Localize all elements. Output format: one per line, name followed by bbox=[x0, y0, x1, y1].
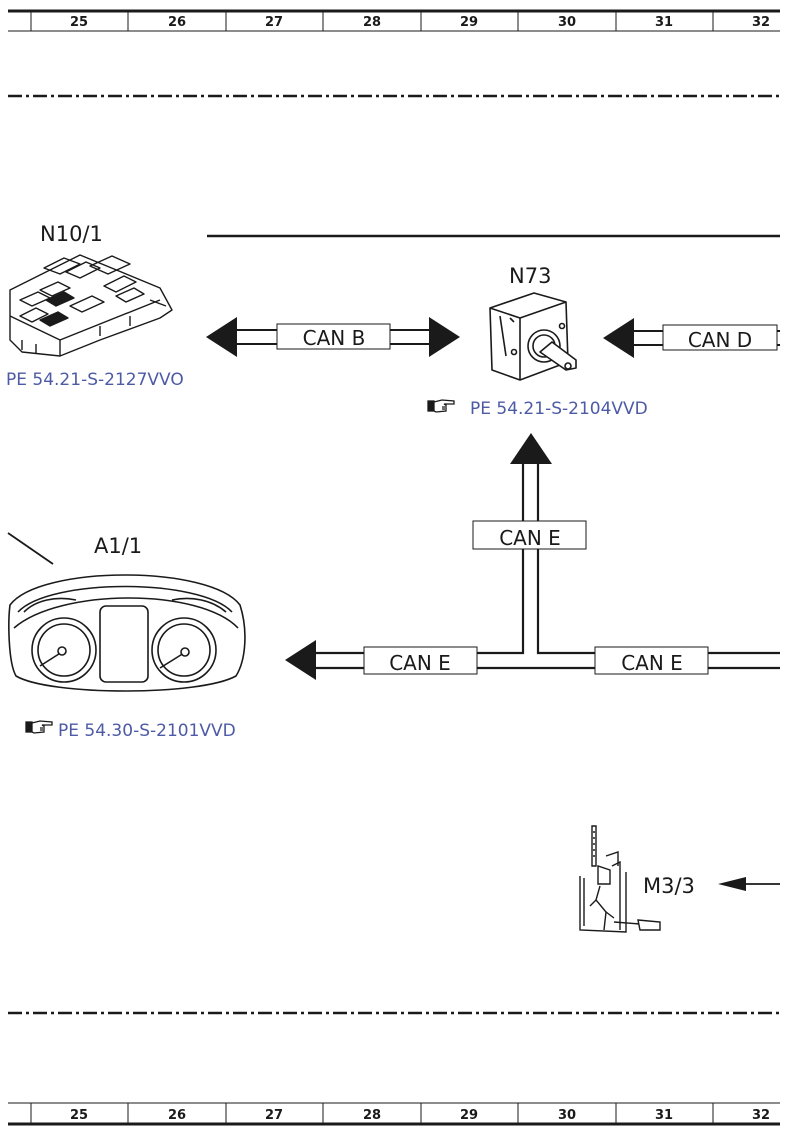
reference-text-a1-1[interactable]: PE 54.30-S-2101VVD bbox=[58, 721, 236, 741]
reference-link-a1-1[interactable]: PE 54.30-S-2101VVD bbox=[25, 720, 236, 741]
can-e-right-label: CAN E bbox=[621, 651, 683, 675]
pointing-hand-icon bbox=[25, 720, 53, 734]
leader-line bbox=[7, 532, 54, 565]
m3-3-signal-arrow bbox=[718, 877, 780, 891]
grid-col-30: 30 bbox=[558, 1108, 576, 1123]
grid-col-30: 30 bbox=[558, 15, 576, 30]
grid-col-29: 29 bbox=[460, 15, 478, 30]
can-e-left-label: CAN E bbox=[389, 651, 451, 675]
grid-col-31: 31 bbox=[655, 15, 673, 30]
reference-link-n73[interactable]: PE 54.21-S-2104VVD bbox=[427, 399, 648, 419]
can-e-left-connection: CAN E bbox=[363, 646, 478, 675]
can-e-vertical-label: CAN E bbox=[499, 526, 561, 550]
reference-text-n73[interactable]: PE 54.21-S-2104VVD bbox=[470, 399, 648, 419]
grid-col-25: 25 bbox=[70, 1108, 88, 1123]
grid-col-27: 27 bbox=[265, 15, 283, 30]
component-label-a1-1: A1/1 bbox=[94, 534, 142, 558]
grid-col-26: 26 bbox=[168, 15, 186, 30]
grid-col-25: 25 bbox=[70, 15, 88, 30]
grid-col-27: 27 bbox=[265, 1108, 283, 1123]
reference-link-n10-1[interactable]: PE 54.21-S-2127VVO bbox=[6, 370, 184, 390]
can-e-network bbox=[285, 433, 780, 680]
ignition-switch-icon bbox=[489, 292, 577, 381]
reference-text-n10-1[interactable]: PE 54.21-S-2127VVO bbox=[6, 370, 184, 390]
can-b-connection: CAN B bbox=[206, 317, 460, 357]
component-label-m3-3: M3/3 bbox=[643, 874, 695, 898]
fuel-pump-icon bbox=[579, 825, 661, 933]
sam-module-icon bbox=[9, 254, 173, 357]
grid-col-28: 28 bbox=[363, 15, 381, 30]
can-d-connection: CAN D bbox=[603, 318, 780, 358]
pointing-hand-icon bbox=[427, 399, 455, 413]
component-label-n73: N73 bbox=[509, 264, 551, 288]
grid-col-31: 31 bbox=[655, 1108, 673, 1123]
can-e-right-connection: CAN E bbox=[594, 646, 709, 675]
can-d-label: CAN D bbox=[688, 328, 752, 352]
grid-col-32: 32 bbox=[752, 1108, 770, 1123]
can-e-vertical-connection: CAN E bbox=[472, 520, 587, 550]
instrument-cluster-icon bbox=[8, 574, 246, 692]
grid-col-28: 28 bbox=[363, 1108, 381, 1123]
grid-header-bottom: 25 26 27 28 29 30 31 32 bbox=[8, 1102, 780, 1126]
grid-col-32: 32 bbox=[752, 15, 770, 30]
component-label-n10-1: N10/1 bbox=[40, 222, 103, 246]
grid-col-29: 29 bbox=[460, 1108, 478, 1123]
can-b-label: CAN B bbox=[303, 326, 366, 350]
grid-header-top: 25 26 27 28 29 30 31 32 bbox=[8, 9, 780, 32]
grid-col-26: 26 bbox=[168, 1108, 186, 1123]
